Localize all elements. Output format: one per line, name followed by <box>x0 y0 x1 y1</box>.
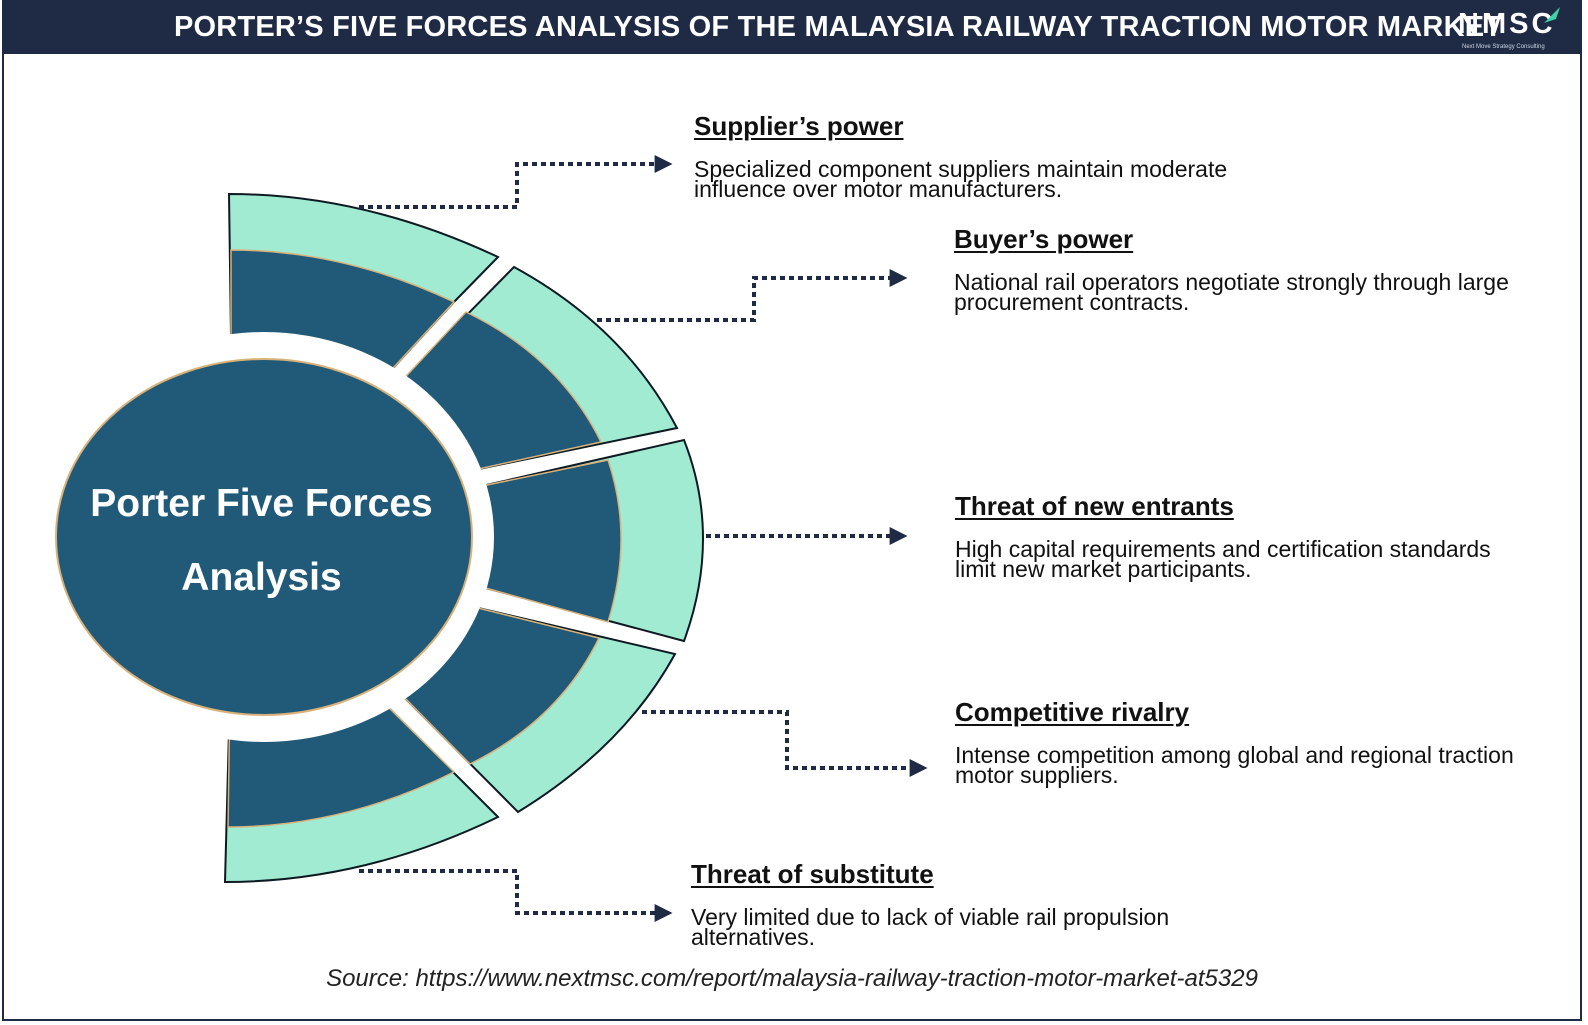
center-label-line2: Analysis <box>181 556 342 599</box>
page-title: PORTER’S FIVE FORCES ANALYSIS OF THE MAL… <box>174 11 1503 43</box>
center-label-line1: Porter Five Forces <box>90 482 433 525</box>
force-title: Threat of substitute <box>691 859 934 889</box>
force-new-entrants: Threat of new entrants High capital requ… <box>955 491 1515 582</box>
force-supplier-power: Supplier’s power Specialized component s… <box>694 111 1254 202</box>
force-description: Very limited due to lack of viable rail … <box>691 904 1170 950</box>
nmsc-logo: NMSC Next Move Strategy Consulting <box>1458 7 1560 51</box>
force-title: Threat of new entrants <box>955 491 1234 521</box>
force-competitive-rivalry: Competitive rivalry Intense competition … <box>955 697 1515 788</box>
center-ellipse <box>55 358 473 716</box>
force-title: Competitive rivalry <box>955 697 1190 727</box>
connector-competitive-rivalry <box>642 710 928 777</box>
force-title: Supplier’s power <box>694 111 904 141</box>
connector-buyer-power <box>597 269 908 322</box>
force-description: Intense competition among global and reg… <box>955 742 1514 788</box>
header-bar: PORTER’S FIVE FORCES ANALYSIS OF THE MAL… <box>4 2 1580 54</box>
logo-tagline: Next Move Strategy Consulting <box>1462 44 1545 50</box>
center-label: Porter Five Forces Analysis <box>59 467 464 615</box>
force-title: Buyer’s power <box>954 224 1134 254</box>
logo-swoosh-icon <box>1544 7 1560 23</box>
source-citation: Source: https://www.nextmsc.com/report/m… <box>326 965 1258 992</box>
force-description: Specialized component suppliers maintain… <box>694 156 1228 202</box>
force-description: High capital requirements and certificat… <box>955 536 1491 582</box>
segment-new-entrants <box>480 438 704 643</box>
segment-supplier-power <box>227 192 500 382</box>
connector-threat-substitute <box>359 869 673 922</box>
force-threat-substitute: Threat of substitute Very limited due to… <box>691 859 1251 950</box>
force-buyer-power: Buyer’s power National rail operators ne… <box>954 224 1514 315</box>
logo-text: NMSC <box>1458 8 1556 40</box>
five-forces-diagram <box>34 155 928 922</box>
force-description: National rail operators negotiate strong… <box>954 269 1509 315</box>
connector-supplier-power <box>359 155 673 209</box>
